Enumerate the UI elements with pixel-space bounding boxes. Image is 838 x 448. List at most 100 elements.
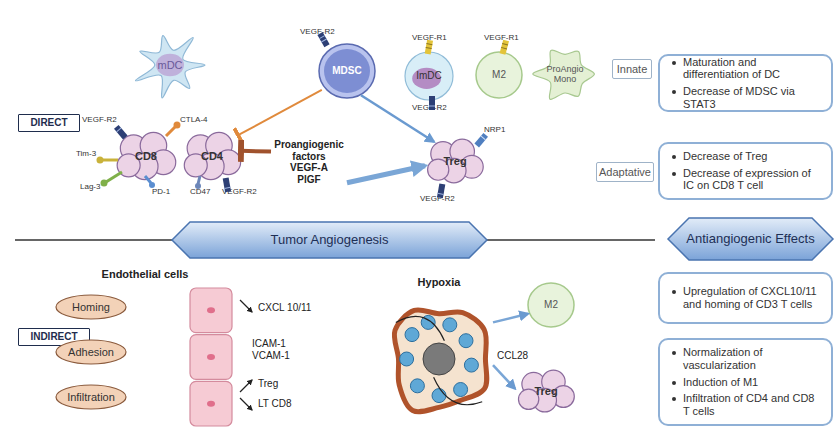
graphic-part: [207, 354, 215, 360]
vegfr2-receptor: [317, 32, 329, 47]
node-body: MDSC: [319, 44, 375, 98]
graphic-part: [423, 343, 455, 375]
immature-dc-cell: ImDCVEGF-R1VEGF-R2: [405, 52, 453, 100]
graphic-part: [429, 106, 435, 107]
bullet-row: Induction of M1: [672, 376, 758, 389]
node-text: Decrease of MDSC via STAT3: [683, 85, 821, 110]
shape-art: [528, 283, 574, 327]
node-text: Treg: [443, 155, 466, 168]
macrophage-cell: M2: [528, 283, 574, 327]
bullet-dot: [672, 155, 676, 159]
receptor-label: VEGF-R2: [222, 188, 257, 197]
shape-art: [172, 222, 487, 258]
receptor-label: Lag-3: [80, 183, 100, 192]
banner: Antiangiogenic Effects: [668, 218, 833, 260]
shape-art: [135, 36, 205, 98]
receptor-label: VEGF-R1: [412, 34, 447, 43]
connector: [361, 95, 434, 142]
graphic-part: [459, 334, 473, 348]
treg-cell: Treg: [515, 368, 577, 414]
graphic-part: [481, 136, 486, 140]
graphic-part: [117, 128, 122, 132]
annotation-label: LT CD8: [258, 398, 308, 410]
graphic-part: [207, 307, 215, 313]
annotation-label: Treg: [258, 378, 298, 390]
shape-art: [394, 310, 487, 412]
node-text: Decrease of Treg: [683, 150, 767, 163]
shape-art: [117, 132, 176, 179]
annotation-label: CCL28: [497, 350, 537, 362]
pd1-receptor: [145, 176, 155, 188]
shape-art: [56, 340, 126, 364]
graphic-part: [145, 176, 151, 183]
connector: [347, 166, 425, 183]
process-oval: Homing: [55, 294, 127, 320]
graphic-part: [101, 180, 108, 187]
graphic-part: [114, 125, 128, 140]
node-outline: [385, 298, 493, 420]
node-body: Maturation and differentiation of DCDecr…: [660, 56, 831, 110]
category-box: Adaptative: [596, 162, 654, 182]
node-text: VEGF-A: [290, 162, 328, 174]
graphic-part: [321, 39, 326, 42]
graphic-part: [528, 283, 574, 327]
graphic-part: [190, 288, 232, 333]
receptor-label: VEGF-R1: [484, 34, 519, 43]
connector: [241, 149, 271, 154]
annotation-label: ICAM-1 VCAM-1: [252, 338, 302, 362]
node-text: Induction of M1: [683, 376, 758, 389]
graphic-part: [474, 133, 488, 148]
graphic-part: [443, 318, 457, 332]
node-body: ImDC: [405, 52, 453, 100]
shape-art: [533, 50, 595, 99]
graphic-part: [464, 358, 478, 372]
graphic-part: [198, 176, 200, 184]
receptor-label: VEGF-R2: [412, 104, 447, 113]
cd47-receptor: [195, 176, 201, 189]
endothelial-column: Endothelial cells: [190, 288, 232, 426]
graphic-part: [190, 335, 232, 380]
receptor-label: VEGF-R2: [82, 116, 117, 125]
node-body: Innate: [613, 60, 651, 78]
graphic-part: [156, 54, 184, 76]
node-body: Antiangiogenic Effects: [668, 218, 833, 260]
connector: [238, 90, 322, 135]
bullet-row: Upregulation of CXCL10/11 and homing of …: [672, 285, 821, 310]
t-cell: CD4CD47VEGF-R2: [183, 130, 241, 182]
graphic-part: [97, 157, 104, 164]
node-body: Normalization of vascularizationInductio…: [660, 340, 831, 424]
receptor-label: CTLA-4: [180, 116, 208, 125]
node-text: Proangiogenic factors: [271, 139, 347, 162]
banner: Tumor Angiogenesis: [172, 222, 487, 258]
node-outline: [190, 288, 232, 426]
node-text: CD8: [135, 150, 157, 163]
node-body: Homing: [55, 294, 127, 320]
node-body: Proangiogenic factorsVEGF-APlGF: [271, 136, 347, 188]
graphic-part: [438, 193, 444, 194]
graphic-part: [432, 389, 446, 403]
node-body: M2: [476, 52, 522, 98]
factor-text-node: Proangiogenic factorsVEGF-APlGF: [271, 136, 347, 188]
node-text: Tumor Angiogenesis: [270, 233, 388, 248]
node-body: Treg: [425, 137, 485, 185]
graphic-part: [405, 52, 453, 100]
category-box: Innate: [612, 59, 652, 79]
process-oval: Infiltration: [55, 384, 127, 410]
graphic-part: [501, 47, 507, 49]
node-body: Infiltration: [55, 384, 127, 410]
bullet-dot: [672, 397, 676, 401]
graphic-part: [394, 310, 487, 412]
graphic-part: [437, 184, 445, 199]
graphic-part: [533, 50, 595, 99]
graphic-part: [396, 316, 445, 340]
bullet-dot: [672, 381, 676, 385]
node-text: Adaptative: [599, 166, 651, 179]
tim3-receptor: [97, 157, 119, 164]
graphic-part: [174, 122, 181, 129]
node-body: M2: [528, 283, 574, 327]
vegfr2-receptor: [223, 178, 231, 193]
shape-art: [319, 44, 375, 98]
